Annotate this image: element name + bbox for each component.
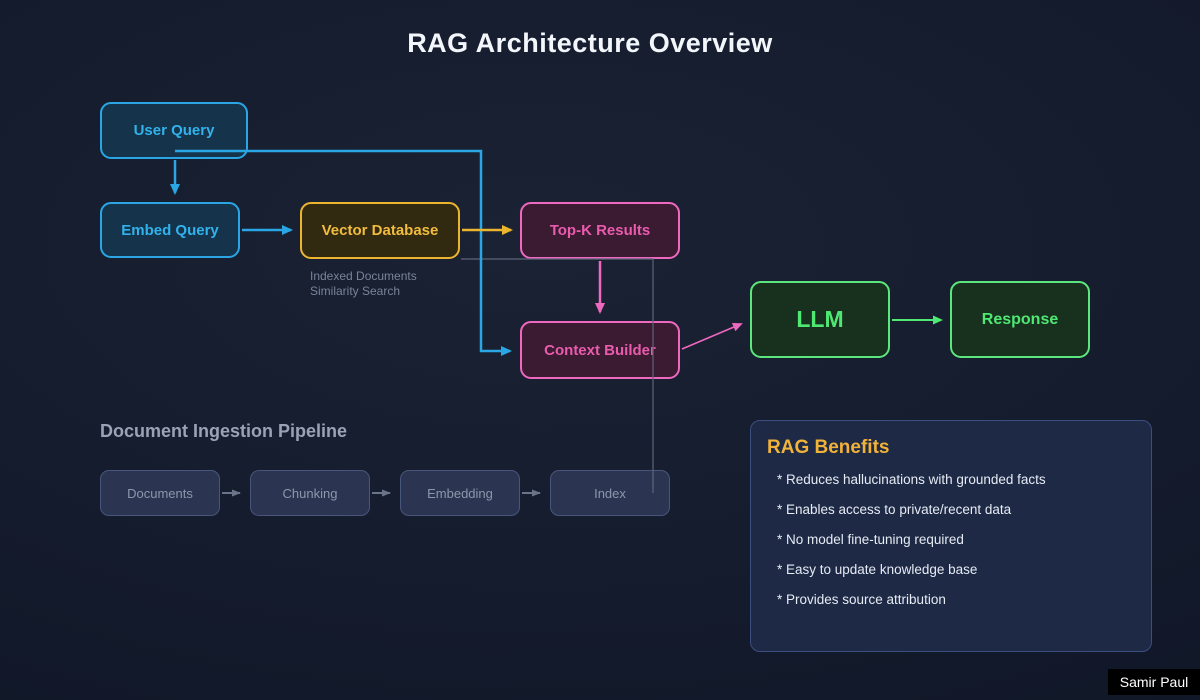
node-embedding-label: Embedding: [427, 485, 493, 501]
node-documents-label: Documents: [127, 485, 193, 501]
vector-database-note-line1: Indexed Documents: [310, 269, 417, 283]
pipeline-heading: Document Ingestion Pipeline: [100, 421, 348, 441]
benefit-item: * No model fine-tuning required: [777, 532, 964, 547]
diagram-title: RAG Architecture Overview: [407, 28, 773, 58]
node-user-query-label: User Query: [133, 122, 215, 139]
node-embedding: Embedding: [400, 470, 520, 516]
node-index-label: Index: [594, 485, 626, 501]
node-llm: LLM: [750, 281, 890, 358]
node-llm-label: LLM: [796, 306, 844, 332]
benefit-item: * Provides source attribution: [777, 592, 946, 607]
vector-database-note: Indexed Documents Similarity Search: [310, 269, 417, 299]
node-vector-database-label: Vector Database: [321, 222, 439, 239]
edge-contextbuilder-llm: [681, 322, 743, 350]
node-embed-query-label: Embed Query: [121, 221, 219, 239]
node-response-label: Response: [981, 310, 1059, 328]
node-top-k-results: Top-K Results: [520, 202, 680, 259]
node-context-builder-label: Context Builder: [544, 341, 656, 359]
node-context-builder: Context Builder: [520, 321, 680, 379]
benefit-item: * Reduces hallucinations with grounded f…: [777, 472, 1046, 487]
node-documents: Documents: [100, 470, 220, 516]
node-response: Response: [950, 281, 1090, 358]
node-user-query: User Query: [100, 102, 248, 159]
benefits-heading: RAG Benefits: [767, 437, 890, 458]
node-embed-query: Embed Query: [100, 202, 240, 258]
node-vector-database: Vector Database: [300, 202, 460, 259]
node-chunking-label: Chunking: [282, 485, 338, 501]
node-index: Index: [550, 470, 670, 516]
vector-database-note-line2: Similarity Search: [310, 284, 401, 298]
author-credit: Samir Paul: [1108, 669, 1200, 695]
node-chunking: Chunking: [250, 470, 370, 516]
rag-benefits-panel: RAG Benefits * Reduces hallucinations wi…: [750, 420, 1152, 652]
benefit-item: * Enables access to private/recent data: [777, 502, 1012, 517]
node-top-k-results-label: Top-K Results: [549, 222, 651, 239]
benefit-item: * Easy to update knowledge base: [777, 562, 978, 577]
